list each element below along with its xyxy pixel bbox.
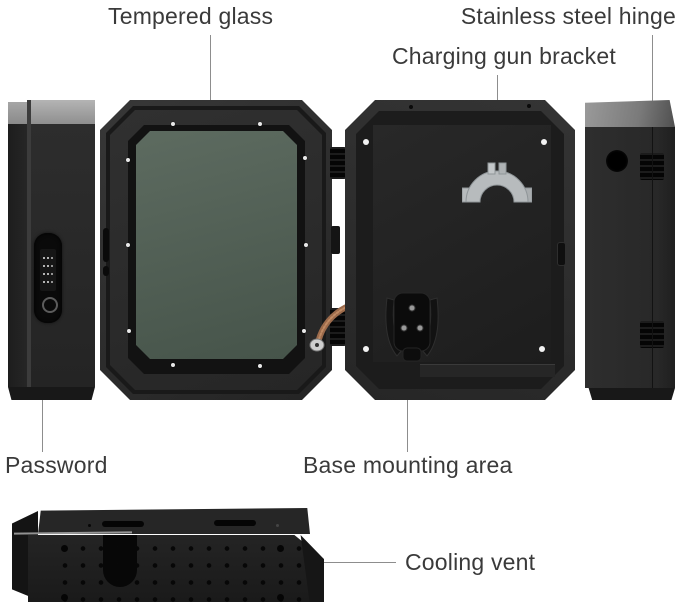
door-edge-face <box>8 124 27 387</box>
top-screw-icon <box>527 104 531 108</box>
callout-line-stainless-steel-hinge <box>652 35 653 157</box>
label-password: Password <box>5 452 108 478</box>
strip-hole-icon <box>276 524 279 527</box>
mounting-hole-icon <box>363 346 369 352</box>
vent-hole-large-icon <box>277 594 284 601</box>
label-cooling-vent: Cooling vent <box>405 549 536 575</box>
top-screw-icon <box>409 105 413 109</box>
strip-hole-icon <box>88 524 91 527</box>
door-front-view <box>100 100 332 400</box>
lock-dial-row-4 <box>43 281 45 283</box>
tempered-glass-panel <box>136 131 297 359</box>
mounting-hole-icon <box>541 139 547 145</box>
callout-line-cooling-vent <box>286 562 396 563</box>
side-view-lock <box>8 100 95 400</box>
base-mounting-bracket <box>385 292 439 362</box>
mount-slot-icon <box>214 520 256 526</box>
mounting-hole-icon <box>363 139 369 145</box>
screw-icon <box>302 329 306 333</box>
bottom-view <box>12 505 324 606</box>
cooling-vent-holes <box>56 540 302 606</box>
vent-hole-large-icon <box>61 594 68 601</box>
box-interior-view <box>345 100 575 400</box>
screw-icon <box>171 122 175 126</box>
screw-icon <box>126 158 130 162</box>
body-top-cap <box>585 100 675 127</box>
body-bottom-cap <box>8 387 95 400</box>
lock-dial-row-3 <box>43 273 45 275</box>
lock-dial-row-2 <box>43 265 45 267</box>
door-latch-slot-small <box>103 266 109 276</box>
body-top-cap <box>31 100 95 124</box>
lock-keyhole <box>42 297 58 313</box>
hinge-seam <box>652 127 653 388</box>
lock-dial-window <box>40 249 56 291</box>
interior-bottom-ledge <box>420 364 555 377</box>
mount-slot-icon <box>102 521 144 527</box>
screw-icon <box>126 243 130 247</box>
door-hinge-top-icon <box>330 147 346 179</box>
label-charging-gun-bracket: Charging gun bracket <box>392 43 616 69</box>
door-seam <box>27 100 31 387</box>
label-base-mounting-area: Base mounting area <box>303 452 513 478</box>
charging-gun-bracket <box>462 162 532 203</box>
side-view-hinges <box>585 100 675 400</box>
bottom-top-strip <box>38 508 310 534</box>
body-bottom-cap <box>588 388 675 400</box>
screw-icon <box>258 122 262 126</box>
screw-icon <box>258 364 262 368</box>
label-stainless-steel-hinge: Stainless steel hinge <box>460 3 676 29</box>
screw-icon <box>171 363 175 367</box>
door-latch-slot <box>103 228 109 262</box>
screw-icon <box>304 243 308 247</box>
vent-hole-large-icon <box>61 545 68 552</box>
vent-hole-large-icon <box>277 545 284 552</box>
mounting-hole-icon <box>539 346 545 352</box>
screw-icon <box>127 329 131 333</box>
side-latch-slot <box>557 242 566 266</box>
combination-lock <box>34 233 62 323</box>
screw-icon <box>303 156 307 160</box>
cable-hole-icon <box>606 150 628 172</box>
lock-catch-tab <box>331 226 340 254</box>
label-tempered-glass: Tempered glass <box>108 3 274 29</box>
lock-dial-row-1 <box>43 257 45 259</box>
door-edge-top-cap <box>8 102 27 124</box>
